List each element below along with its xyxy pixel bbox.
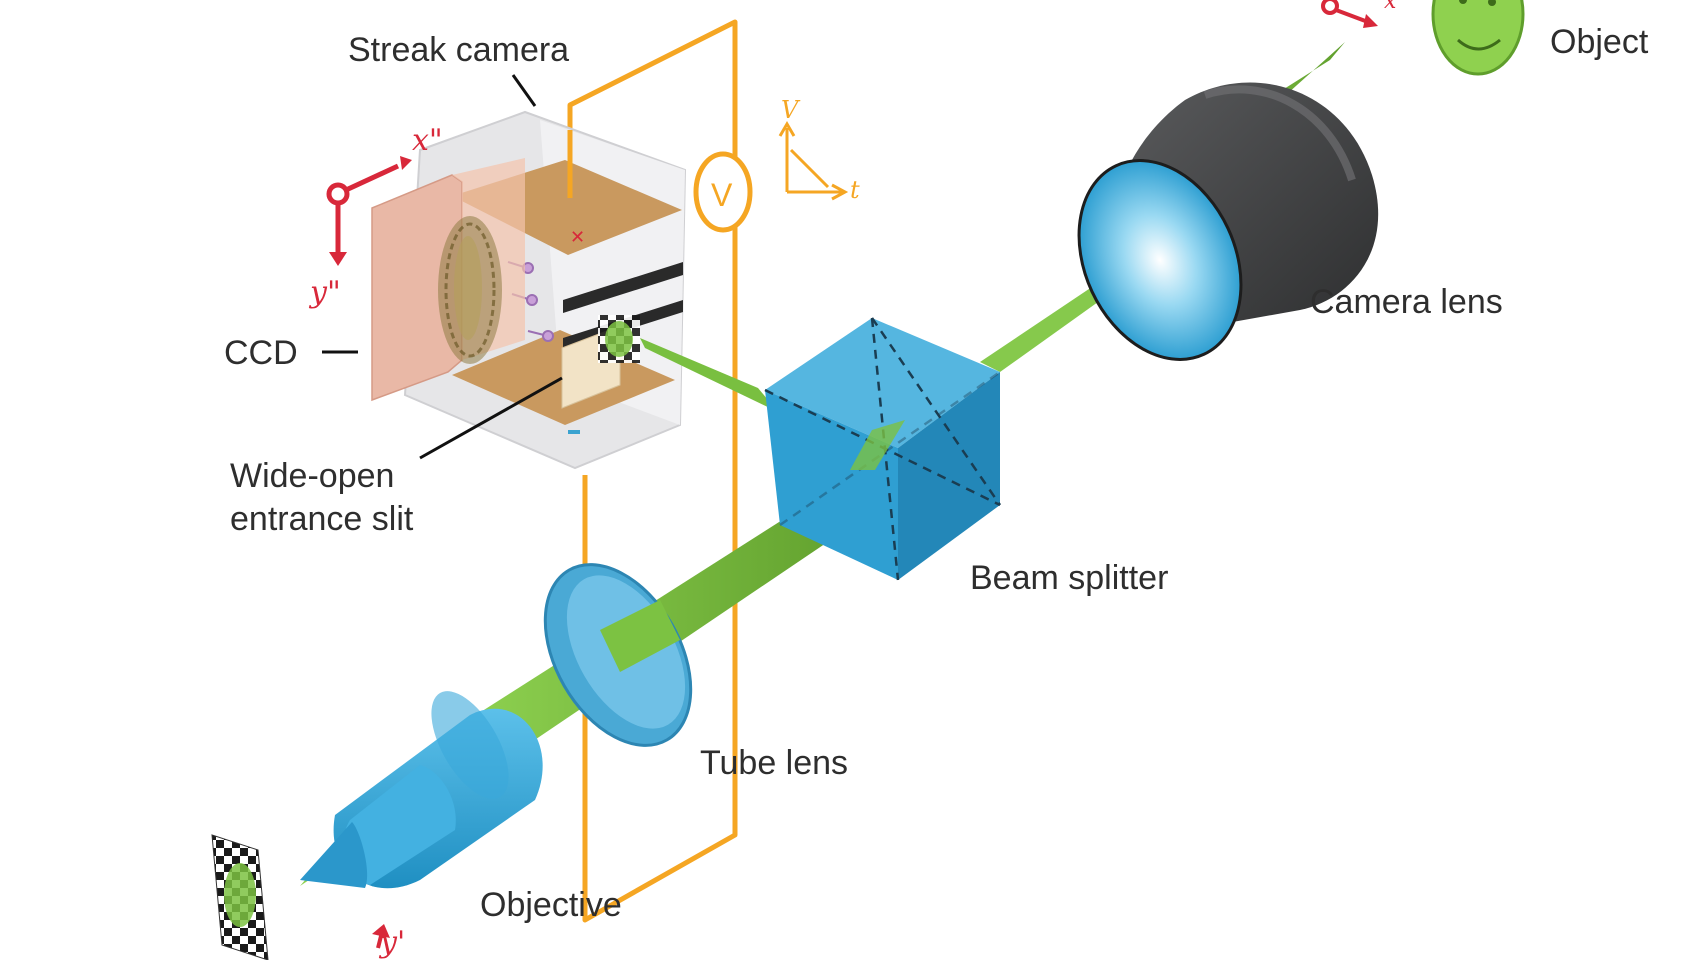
slit-label-line2: entrance slit — [230, 500, 414, 538]
streak-camera: ✕ — [308, 110, 687, 470]
object-axes — [1321, 0, 1378, 28]
object-smiley — [1431, 0, 1525, 76]
voltmeter-icon — [693, 151, 753, 233]
object-x-axis-label: x — [1384, 0, 1397, 14]
voltage-ramp-icon — [778, 121, 849, 201]
camera-lens-label: Camera lens — [1310, 283, 1503, 321]
electron-dots — [507, 261, 554, 342]
camera-lens-glass — [1077, 159, 1243, 361]
beam-splitter-cube — [764, 317, 1002, 581]
slit-label-line1: Wide-open — [230, 457, 394, 495]
time-axis-label: t — [850, 176, 860, 204]
streak-camera-label: Streak camera — [348, 31, 569, 69]
plate-minus-icon — [568, 430, 580, 434]
streak-beam — [640, 338, 778, 412]
ccd-axes — [326, 156, 412, 266]
leader-lines — [322, 74, 563, 460]
object-label: Object — [1550, 23, 1649, 61]
voltmeter-label: V — [711, 177, 733, 213]
objective-lens — [300, 691, 543, 889]
tube-lens — [543, 563, 693, 747]
ccd-y-axis-label: y" — [308, 275, 341, 310]
beam-splitter-label: Beam splitter — [970, 559, 1168, 597]
sample-y-axis-label: y' — [378, 925, 405, 960]
objective-label: Objective — [480, 886, 622, 924]
camera-lens — [1077, 82, 1379, 361]
tube-lens-label: Tube lens — [700, 744, 848, 782]
voltage-circuit: V V t — [567, 19, 860, 923]
ccd-x-axis-label: x" — [412, 123, 443, 158]
ccd-label: CCD — [224, 334, 298, 372]
sample-specimen: y' — [211, 834, 405, 960]
plate-charge-icon: ✕ — [570, 227, 585, 248]
streak-image — [438, 216, 502, 364]
entrance-slit-frame — [563, 262, 683, 313]
voltage-axis-label: V — [781, 96, 801, 124]
